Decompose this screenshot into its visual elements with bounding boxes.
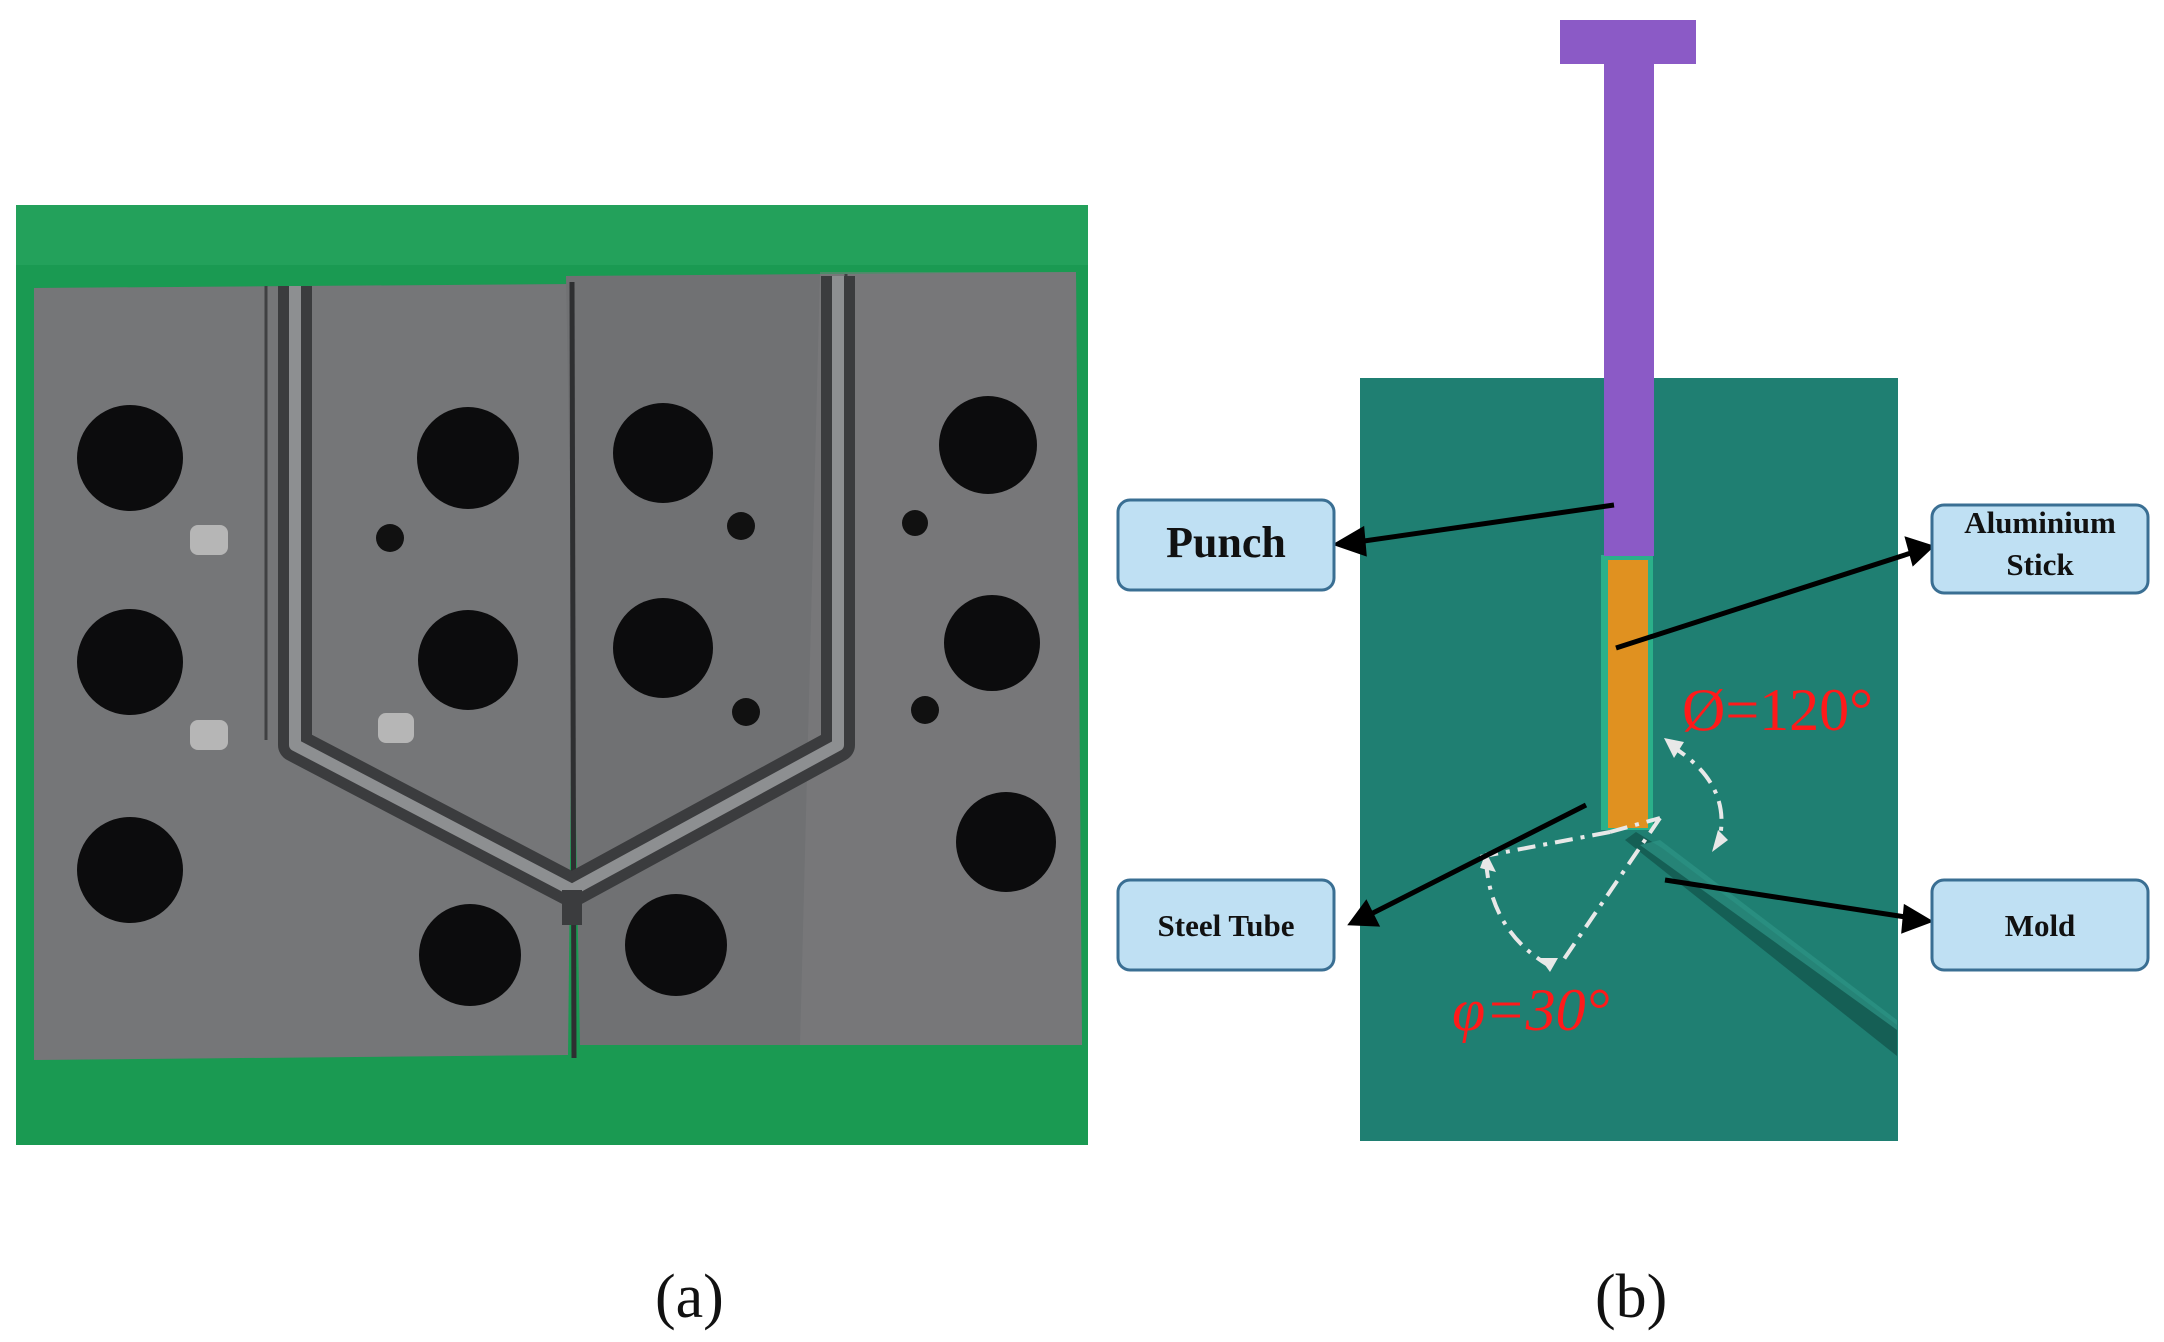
label-aluminium-line2: Stick	[2006, 547, 2074, 582]
angle-arrowheads	[1480, 738, 1728, 972]
guide-pins	[190, 525, 414, 750]
caption-a: (a)	[655, 1263, 724, 1331]
label-aluminium-line1: Aluminium	[1964, 505, 2116, 540]
label-steel-tube: Steel Tube	[1158, 908, 1295, 943]
aluminium-stick	[1608, 560, 1648, 828]
label-punch: Punch	[1166, 518, 1286, 567]
angle-construction-lines	[1473, 743, 1724, 967]
label-mold: Mold	[2005, 908, 2076, 943]
angle-label-120: Ø=120°	[1682, 677, 1873, 743]
pin-holes	[376, 510, 939, 726]
bolt-holes	[77, 396, 1056, 1006]
label-punch-box: Punch	[1116, 498, 1336, 592]
punch-rod	[1604, 62, 1654, 556]
label-mold-box: Mold	[1930, 878, 2150, 972]
caption-b: (b)	[1595, 1263, 1668, 1331]
mold-parting-line	[569, 281, 577, 1059]
panel-b-schematic: Punch Aluminium Stick Steel Tube Mold Ø=…	[1116, 20, 2150, 1141]
leader-arrows	[1332, 502, 1935, 934]
angle-label-30: φ=30°	[1452, 977, 1610, 1043]
punch-head	[1560, 20, 1696, 64]
label-aluminium-box: Aluminium Stick	[1930, 503, 2150, 595]
panel-a-photo	[16, 205, 1088, 1145]
exit-channel	[1625, 832, 1897, 1056]
label-steel-tube-box: Steel Tube	[1116, 878, 1336, 972]
